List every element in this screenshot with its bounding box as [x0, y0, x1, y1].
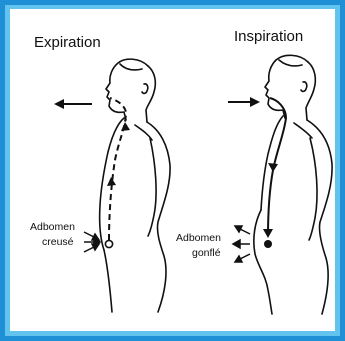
- left-diaphragm-marker: [105, 240, 112, 247]
- left-title: Expiration: [34, 34, 101, 51]
- left-abdomen-label-line1: Adbomen: [30, 221, 75, 233]
- right-abdomen-label-line1: Adbomen: [176, 232, 221, 244]
- right-diaphragm-marker: [264, 240, 272, 248]
- right-abdomen-label-line2: gonflé: [192, 247, 221, 259]
- frame-inner-background: [10, 9, 335, 331]
- left-abdomen-label-line2: creusé: [42, 236, 74, 248]
- right-title: Inspiration: [234, 28, 303, 45]
